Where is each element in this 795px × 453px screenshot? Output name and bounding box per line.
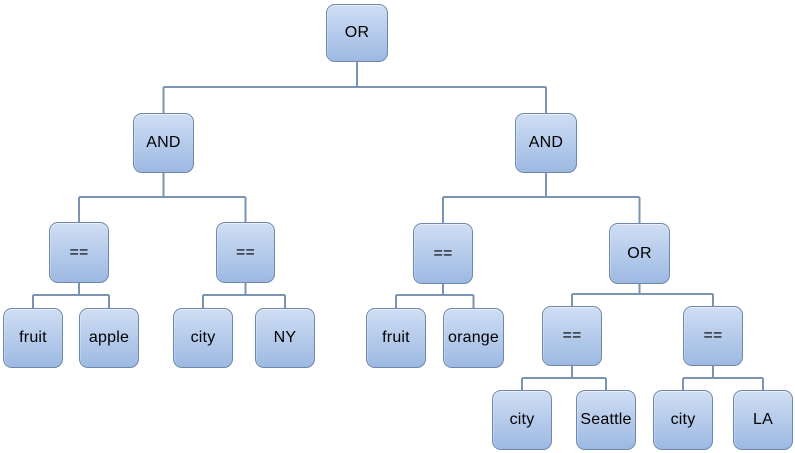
tree-node-label: OR	[627, 244, 652, 262]
tree-node-label: Seattle	[580, 411, 632, 428]
tree-node-label: ==	[703, 327, 723, 344]
tree-node-or-inner[interactable]: OR	[609, 223, 670, 284]
tree-node-leaf-fruit-1[interactable]: fruit	[3, 308, 63, 368]
tree-node-leaf-city-2[interactable]: city	[492, 390, 552, 450]
tree-node-and-left[interactable]: AND	[133, 113, 194, 173]
tree-node-label: city	[509, 411, 535, 428]
tree-node-label: fruit	[382, 329, 410, 346]
tree-node-or-root[interactable]: OR	[326, 4, 388, 62]
tree-node-eq-city-ny[interactable]: ==	[216, 222, 275, 283]
tree-node-label: fruit	[19, 329, 47, 346]
tree-node-leaf-la[interactable]: LA	[733, 390, 793, 450]
tree-node-leaf-apple[interactable]: apple	[79, 308, 139, 368]
tree-node-eq-fruit-orange[interactable]: ==	[413, 223, 473, 284]
tree-node-leaf-seattle[interactable]: Seattle	[576, 390, 636, 450]
tree-node-label: AND	[528, 134, 564, 151]
tree-node-leaf-city-3[interactable]: city	[653, 390, 713, 450]
tree-node-label: NY	[273, 329, 297, 346]
tree-node-label: city	[670, 411, 696, 428]
tree-node-leaf-city-1[interactable]: city	[173, 308, 233, 368]
tree-node-label: ==	[433, 244, 453, 262]
tree-node-eq-fruit-apple[interactable]: ==	[49, 222, 109, 283]
tree-node-label: ==	[235, 243, 256, 261]
tree-node-label: ==	[69, 243, 89, 261]
tree-node-label: apple	[88, 329, 130, 346]
tree-node-leaf-fruit-2[interactable]: fruit	[366, 308, 426, 368]
tree-node-label: city	[190, 329, 216, 346]
tree-node-leaf-ny[interactable]: NY	[255, 308, 315, 368]
tree-node-eq-city-la[interactable]: ==	[683, 306, 743, 366]
tree-node-eq-city-seattle[interactable]: ==	[542, 306, 602, 366]
tree-node-label: orange	[447, 329, 500, 346]
tree-node-and-right[interactable]: AND	[515, 113, 577, 173]
tree-node-label: AND	[146, 134, 181, 151]
tree-node-label: LA	[753, 411, 773, 428]
tree-node-label: OR	[344, 24, 370, 41]
tree-node-label: ==	[562, 327, 582, 344]
tree-node-leaf-orange[interactable]: orange	[443, 308, 504, 368]
